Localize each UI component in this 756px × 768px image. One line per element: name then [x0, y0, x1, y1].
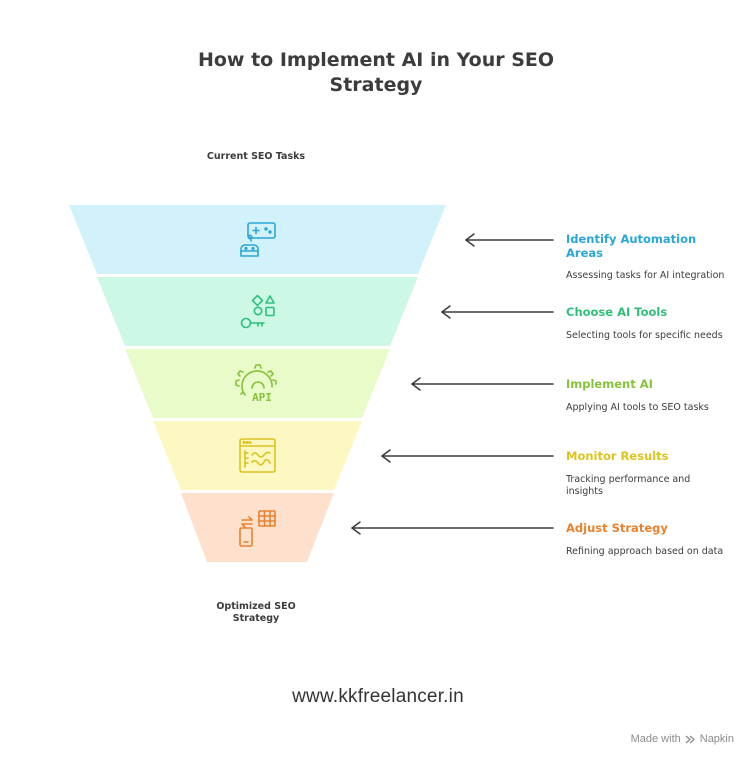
funnel-top-label: Current SEO Tasks [206, 151, 306, 162]
robot-controller-icon [240, 222, 276, 257]
funnel-segment-5 [181, 493, 334, 562]
arrow-1 [465, 233, 554, 247]
gear-api-icon [235, 364, 277, 396]
device-sync-table-icon [239, 510, 276, 547]
arrow-2 [441, 305, 554, 319]
arrow-5 [351, 521, 554, 535]
step-4-title: Monitor Results [566, 449, 669, 463]
step-2: Choose AI Tools Selecting tools for spec… [566, 305, 726, 342]
step-5-description: Refining approach based on data [566, 546, 724, 557]
arrow-3 [411, 377, 554, 391]
step-1-description: Assessing tasks for AI integration [566, 270, 725, 281]
website-url[interactable]: www.kkfreelancer.in [292, 686, 464, 707]
funnel-segment-1 [69, 205, 446, 274]
arrow-4 [381, 449, 554, 463]
api-text: API [252, 391, 272, 404]
shapes-key-icon [240, 294, 275, 329]
step-1-title: Identify Automation Areas [566, 232, 697, 260]
step-4-description: Tracking performance and insights [566, 474, 691, 497]
funnel-segment-3 [125, 349, 390, 418]
step-5-title: Adjust Strategy [566, 521, 668, 535]
step-2-title: Choose AI Tools [566, 305, 668, 319]
step-3: Implement AI Applying AI tools to SEO ta… [566, 377, 726, 414]
step-2-description: Selecting tools for specific needs [566, 330, 723, 341]
napkin-credit[interactable]: Made with Napkin [631, 733, 734, 745]
page-title: How to Implement AI in Your SEO Strategy [197, 49, 555, 96]
funnel-segment-2 [97, 277, 418, 346]
credit-text: Made with [630, 733, 681, 745]
funnel-bottom-label: Optimized SEO Strategy [216, 601, 296, 624]
step-3-description: Applying AI tools to SEO tasks [566, 402, 709, 413]
dashboard-window-icon [239, 438, 276, 473]
credit-brand: Napkin [699, 733, 734, 745]
step-3-title: Implement AI [566, 377, 653, 391]
step-4: Monitor Results Tracking performance and… [566, 449, 726, 498]
step-5: Adjust Strategy Refining approach based … [566, 521, 726, 558]
funnel-diagram: API [69, 205, 554, 562]
napkin-logo-icon [685, 735, 695, 743]
step-1: Identify Automation Areas Assessing task… [566, 232, 726, 282]
